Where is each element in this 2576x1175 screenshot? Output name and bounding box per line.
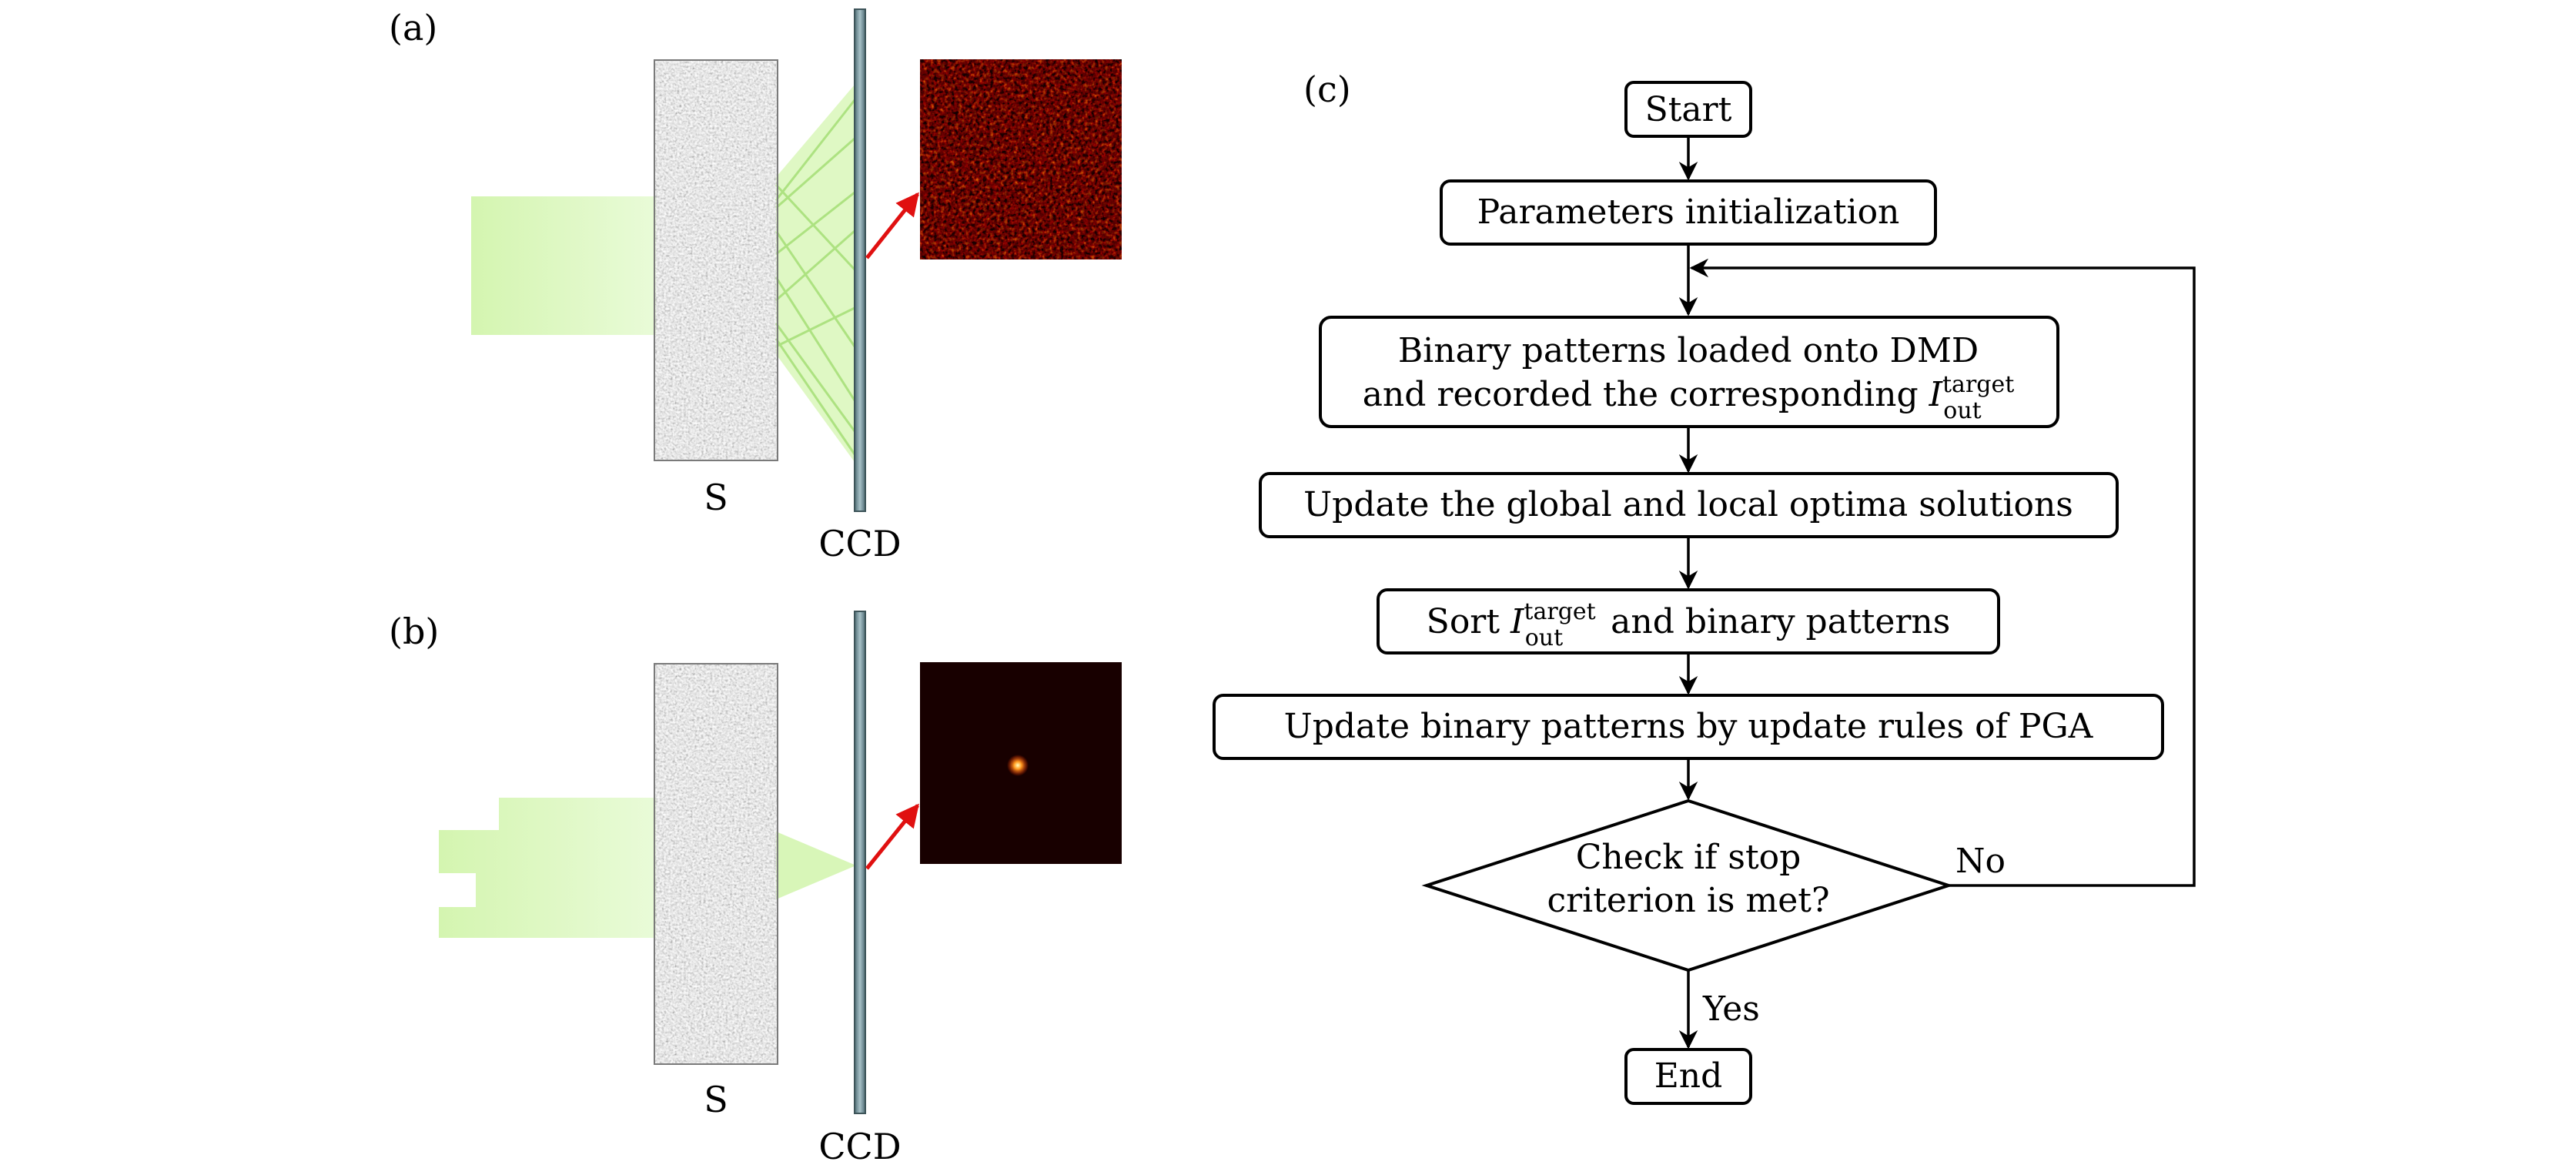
panel-a: (a) S CCD bbox=[389, 7, 1122, 564]
shaped-incident-beam bbox=[439, 798, 656, 938]
ccd-label: CCD bbox=[818, 1126, 901, 1167]
update-pga-text: Update binary patterns by update rules o… bbox=[1284, 707, 2094, 746]
scattered-rays bbox=[774, 99, 856, 455]
panel-b: (b) S CCD bbox=[389, 611, 1122, 1167]
yes-label: Yes bbox=[1702, 989, 1760, 1029]
panel-a-label: (a) bbox=[389, 7, 437, 49]
ccd-label: CCD bbox=[818, 523, 901, 564]
start-text: Start bbox=[1645, 90, 1732, 129]
scattering-medium bbox=[654, 60, 778, 460]
init-text: Parameters initialization bbox=[1477, 192, 1900, 232]
focus-spot bbox=[1007, 755, 1029, 776]
decision-line2: criterion is met? bbox=[1547, 881, 1829, 920]
focusing-cone bbox=[776, 832, 856, 899]
scattered-light-cone bbox=[776, 85, 855, 462]
ccd-detector bbox=[854, 611, 866, 1114]
loop-back-arrow bbox=[1689, 258, 2196, 887]
load-line1: Binary patterns loaded onto DMD bbox=[1398, 331, 1979, 370]
scatter-label: S bbox=[704, 477, 728, 518]
red-arrow bbox=[865, 192, 919, 259]
scatter-label: S bbox=[704, 1079, 728, 1120]
red-arrow bbox=[865, 803, 919, 870]
end-text: End bbox=[1654, 1056, 1723, 1096]
decision-line1: Check if stop bbox=[1576, 838, 1802, 877]
end-node bbox=[1624, 1048, 1752, 1105]
ccd-detector bbox=[854, 8, 866, 512]
panel-c-label: (c) bbox=[1303, 69, 1351, 110]
scattering-medium bbox=[654, 664, 778, 1064]
no-label: No bbox=[1955, 842, 2006, 881]
incident-beam bbox=[471, 196, 656, 335]
panel-b-label: (b) bbox=[389, 611, 439, 652]
panel-c-flowchart: (c) Start Parameters initialization Bina… bbox=[1213, 69, 2196, 1105]
update-optima-text: Update the global and local optima solut… bbox=[1303, 485, 2073, 524]
